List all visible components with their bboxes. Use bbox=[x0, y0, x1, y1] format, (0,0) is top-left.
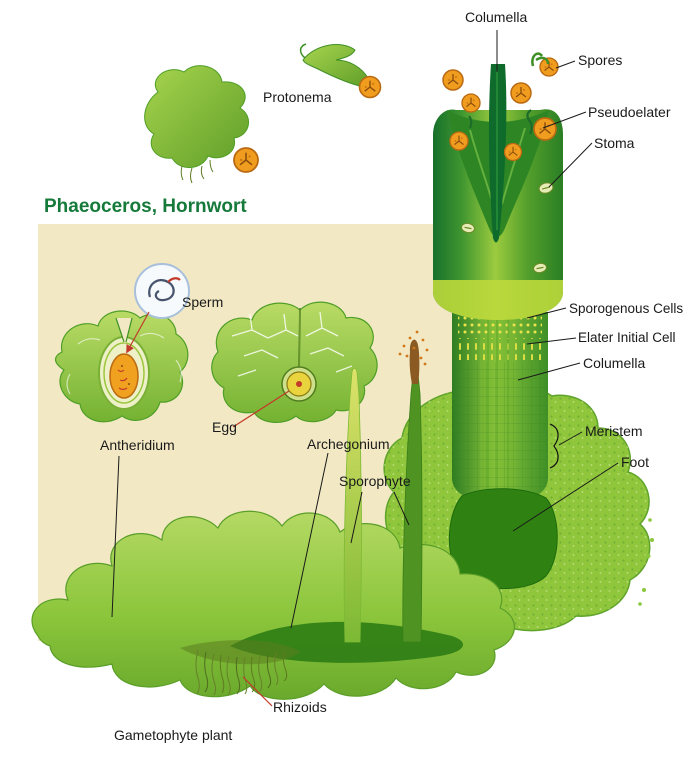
label-sperm: Sperm bbox=[182, 294, 224, 310]
label-foot: Foot bbox=[621, 454, 650, 470]
young-sporophyte bbox=[343, 367, 362, 643]
meristem-bracket bbox=[549, 423, 559, 469]
sporophyte-capsule bbox=[433, 64, 563, 321]
label-egg: Egg bbox=[212, 419, 237, 435]
archegonium-neck bbox=[298, 307, 301, 369]
label-columella-top: Columella bbox=[465, 9, 528, 25]
red-pointer-lines bbox=[126, 311, 290, 707]
label-meristem: Meristem bbox=[585, 423, 643, 439]
leader-lines bbox=[111, 30, 619, 629]
label-columella-mid: Columella bbox=[583, 355, 646, 371]
diagram-title: Phaeoceros, Hornwort bbox=[44, 196, 247, 217]
antheridium-section bbox=[54, 310, 189, 423]
label-antheridium: Antheridium bbox=[100, 437, 175, 453]
germinating-spore bbox=[531, 52, 550, 67]
gametophyte-fragment bbox=[144, 65, 259, 184]
rhizoids-drawing bbox=[195, 649, 288, 696]
spores-group bbox=[442, 52, 559, 162]
label-protonema: Protonema bbox=[263, 89, 332, 105]
sporogenous-cells-zone bbox=[458, 314, 542, 336]
protonema-drawing bbox=[299, 43, 382, 99]
label-spores: Spores bbox=[578, 52, 623, 68]
label-stoma: Stoma bbox=[594, 135, 635, 151]
archegonium-section bbox=[211, 301, 378, 423]
label-sporogenous-cells: Sporogenous Cells bbox=[569, 301, 684, 316]
sporophyte-shoots bbox=[343, 330, 429, 643]
pseudoelaters bbox=[468, 109, 533, 135]
label-rhizoids: Rhizoids bbox=[273, 699, 327, 715]
label-elater-initial-cell: Elater Initial Cell bbox=[578, 330, 676, 345]
label-sporophyte: Sporophyte bbox=[339, 473, 411, 489]
label-archegonium: Archegonium bbox=[307, 436, 390, 452]
rhizoids-pointer-line bbox=[242, 676, 273, 707]
sporophyte-foot bbox=[448, 488, 558, 590]
antheridium-body bbox=[109, 353, 139, 399]
sporophyte-stalk bbox=[452, 312, 548, 503]
elater-initial-zone bbox=[458, 338, 542, 360]
label-gametophyte-plant: Gametophyte plant bbox=[114, 727, 233, 743]
stomata bbox=[461, 182, 554, 274]
egg-pointer-line bbox=[232, 390, 290, 428]
label-pseudoelater: Pseudoelater bbox=[588, 104, 671, 120]
sperm-arrow bbox=[126, 311, 150, 354]
sperm-cell bbox=[134, 263, 190, 319]
